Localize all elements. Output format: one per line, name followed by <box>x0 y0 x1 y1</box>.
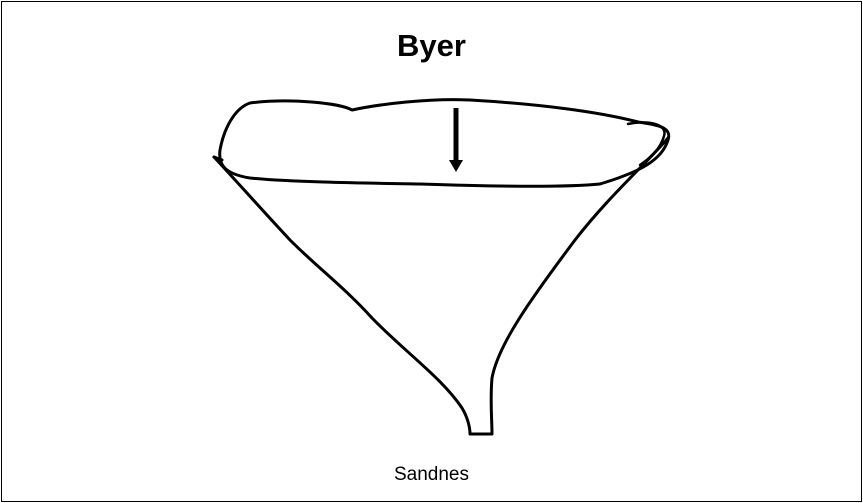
funnel-rim <box>220 100 669 187</box>
arrow-down-icon <box>449 108 463 172</box>
funnel-body <box>214 138 668 434</box>
bottom-label: Sandnes <box>0 464 863 486</box>
rim-stroke-right <box>628 123 665 166</box>
